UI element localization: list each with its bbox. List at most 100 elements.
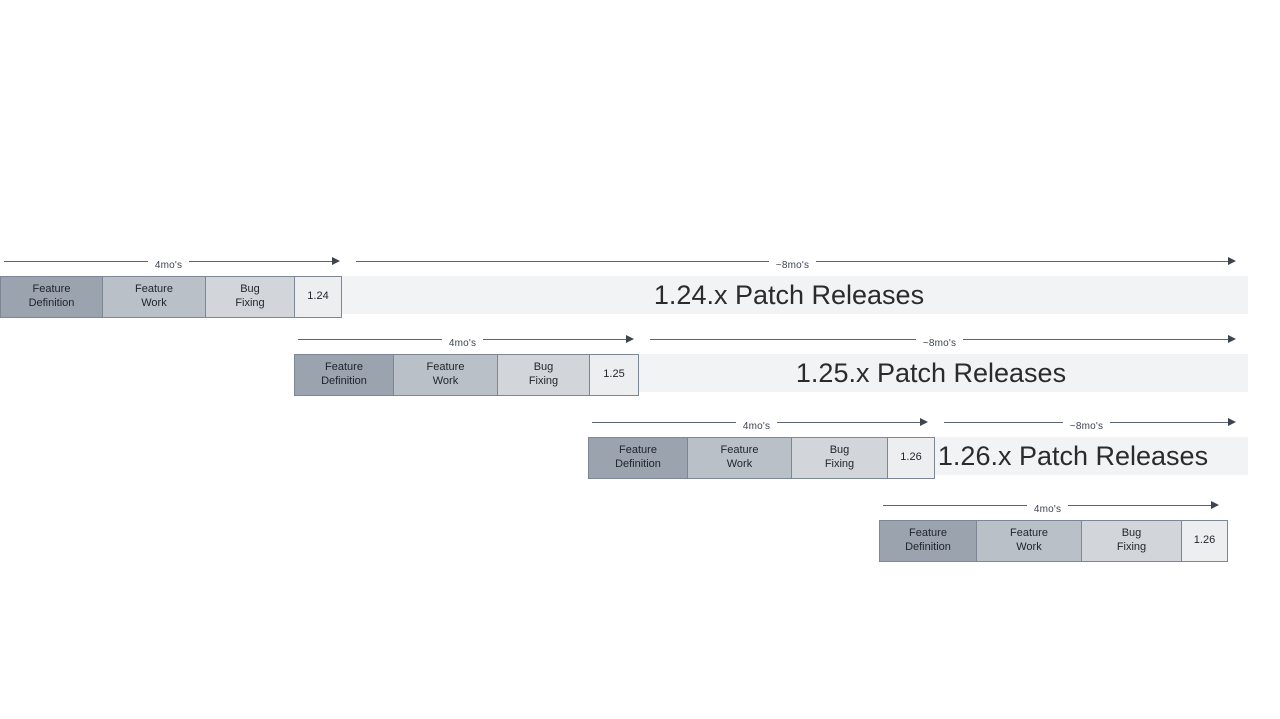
dev-duration-label: 4mo's [154, 259, 183, 271]
phase-label-line-1: Bug [533, 361, 554, 374]
patch-duration-label: ~8mo's [922, 337, 957, 349]
arrow-line-right [777, 421, 921, 423]
phase-strip: Feature Definition Feature Work Bug Fixi… [294, 354, 639, 396]
release-row-1-26: 4mo's ~8mo's 1.26.x Patch Releases Featu… [588, 411, 1248, 481]
phase-label: Feature Work [1010, 527, 1048, 555]
version-badge[interactable]: 1.25 [589, 354, 639, 396]
version-badge[interactable]: 1.24 [294, 276, 342, 318]
phase-label-line-2: Fixing [824, 458, 855, 470]
version-label: 1.26 [1193, 534, 1216, 547]
phase-label: Feature Definition [905, 527, 951, 555]
version-label: 1.25 [603, 368, 625, 381]
patch-duration-arrow: ~8mo's [944, 411, 1236, 433]
arrow-line-left [4, 260, 148, 262]
phase-label-line-2: Fixing [235, 297, 265, 309]
arrow-head-icon [1228, 257, 1236, 265]
arrow-line-right [1068, 504, 1212, 506]
phase-block-feature-definition[interactable]: Feature Definition [294, 354, 394, 396]
phase-block-feature-work[interactable]: Feature Work [393, 354, 498, 396]
patch-duration-arrow: ~8mo's [356, 250, 1236, 272]
phase-block-feature-work[interactable]: Feature Work [102, 276, 206, 318]
arrow-line-left [592, 421, 736, 423]
release-row-1-26-next: 4mo's Feature Definition Feature Work Bu… [879, 494, 1231, 564]
arrow-line-right [483, 338, 627, 340]
patch-release-label: 1.26.x Patch Releases [937, 440, 1209, 471]
phase-label-line-1: Feature [32, 283, 71, 296]
phase-block-feature-definition[interactable]: Feature Definition [0, 276, 103, 318]
arrow-head-icon [1228, 418, 1236, 426]
phase-label-line-1: Bug [1121, 527, 1142, 540]
phase-block-bug-fixing[interactable]: Bug Fixing [205, 276, 295, 318]
release-row-1-24: 4mo's ~8mo's 1.24.x Patch Releases Featu… [0, 250, 1248, 320]
phase-strip: Feature Definition Feature Work Bug Fixi… [588, 437, 935, 479]
phase-label: Bug Fixing [1117, 527, 1146, 555]
patch-duration-arrow: ~8mo's [650, 328, 1236, 350]
phase-block-bug-fixing[interactable]: Bug Fixing [1081, 520, 1182, 562]
dev-duration-label: 4mo's [448, 337, 477, 349]
version-badge[interactable]: 1.26 [887, 437, 935, 479]
arrow-head-icon [920, 418, 928, 426]
phase-block-bug-fixing[interactable]: Bug Fixing [791, 437, 888, 479]
phase-strip: Feature Definition Feature Work Bug Fixi… [0, 276, 342, 318]
dev-duration-arrow: 4mo's [883, 494, 1219, 516]
arrow-line-left [883, 504, 1027, 506]
phase-block-feature-work[interactable]: Feature Work [687, 437, 792, 479]
phase-label-line-2: Work [432, 375, 459, 387]
dev-duration-label: 4mo's [1033, 503, 1062, 515]
phase-block-feature-work[interactable]: Feature Work [976, 520, 1082, 562]
phase-label-line-1: Feature [720, 444, 759, 457]
phase-label: Feature Definition [321, 361, 367, 389]
patch-release-label: 1.24.x Patch Releases [653, 279, 925, 310]
phase-block-feature-definition[interactable]: Feature Definition [879, 520, 977, 562]
arrow-head-icon [1228, 335, 1236, 343]
patch-duration-label: ~8mo's [775, 259, 810, 271]
phase-label-line-2: Fixing [1116, 541, 1147, 553]
phase-block-bug-fixing[interactable]: Bug Fixing [497, 354, 590, 396]
phase-label-line-2: Work [141, 297, 167, 309]
phase-label-line-1: Feature [426, 361, 465, 374]
phase-label-line-1: Bug [829, 444, 850, 457]
phase-label-line-2: Definition [905, 541, 951, 553]
phase-label: Feature Definition [615, 444, 661, 472]
version-label: 1.24 [307, 290, 329, 303]
phase-block-feature-definition[interactable]: Feature Definition [588, 437, 688, 479]
phase-label: Feature Work [721, 444, 759, 472]
arrow-line-left [944, 421, 1063, 423]
phase-label-line-2: Definition [321, 375, 367, 387]
phase-label-line-2: Work [1016, 541, 1042, 553]
phase-label: Bug Fixing [529, 361, 558, 389]
phase-label: Feature Definition [29, 283, 75, 311]
patch-duration-label: ~8mo's [1069, 420, 1104, 432]
dev-duration-arrow: 4mo's [298, 328, 634, 350]
phase-label: Feature Work [135, 283, 173, 311]
version-label: 1.26 [900, 451, 922, 464]
phase-label-line-2: Definition [28, 297, 75, 309]
phase-label-line-1: Feature [619, 444, 657, 457]
arrow-line-right [963, 338, 1229, 340]
phase-label-line-2: Definition [615, 458, 661, 470]
arrow-line-left [650, 338, 916, 340]
phase-label-line-1: Feature [909, 527, 947, 540]
dev-duration-arrow: 4mo's [592, 411, 928, 433]
dev-duration-arrow: 4mo's [4, 250, 340, 272]
arrow-line-right [816, 260, 1229, 262]
arrow-head-icon [1211, 501, 1219, 509]
arrow-line-right [1110, 421, 1229, 423]
patch-release-label: 1.25.x Patch Releases [795, 357, 1067, 388]
arrow-line-left [298, 338, 442, 340]
version-badge[interactable]: 1.26 [1181, 520, 1228, 562]
arrow-line-left [356, 260, 769, 262]
phase-label: Bug Fixing [235, 283, 264, 311]
arrow-head-icon [626, 335, 634, 343]
phase-label-line-1: Feature [1010, 527, 1048, 540]
phase-strip: Feature Definition Feature Work Bug Fixi… [879, 520, 1228, 562]
dev-duration-label: 4mo's [742, 420, 771, 432]
phase-label-line-1: Feature [325, 361, 363, 374]
release-row-1-25: 4mo's ~8mo's 1.25.x Patch Releases Featu… [294, 328, 1248, 398]
phase-label-line-2: Work [726, 458, 753, 470]
arrow-head-icon [332, 257, 340, 265]
phase-label-line-1: Bug [240, 283, 260, 296]
phase-label: Bug Fixing [825, 444, 854, 472]
phase-label-line-2: Fixing [528, 375, 559, 387]
